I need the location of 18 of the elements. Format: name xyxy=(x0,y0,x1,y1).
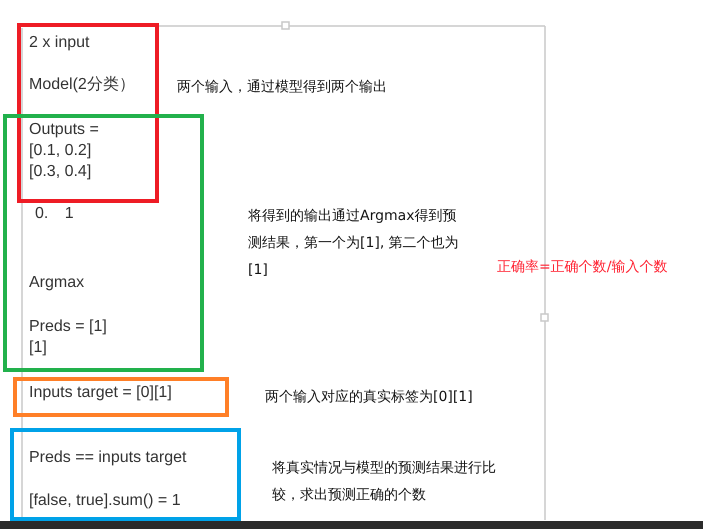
code-text: Preds == inputs target xyxy=(29,448,186,468)
code-text: Outputs = [0.1, 0.2] [0.3, 0.4] xyxy=(29,120,100,182)
annotation-text: 将真实情况与模型的预测结果进行比较，求出预测正确的个数 xyxy=(272,459,497,505)
annotation-text: 两个输入，通过模型得到两个输出 xyxy=(177,78,388,97)
code-text: 0. 1 xyxy=(35,204,74,224)
code-text: Argmax xyxy=(29,273,84,293)
annotation-text: 将得到的输出通过Argmax得到预测结果，第一个为[1], 第二个也为[1] xyxy=(248,207,460,280)
step-box xyxy=(3,114,204,372)
code-text: Preds = [1] [1] xyxy=(29,317,108,358)
step-box xyxy=(13,377,229,417)
code-text: [false, true].sum() = 1 xyxy=(29,491,181,511)
code-text: Model(2分类） xyxy=(29,74,135,95)
step-box xyxy=(10,428,241,521)
formula-note: 正确率=正确个数/输入个数 xyxy=(497,258,668,277)
code-text: Inputs target = [0][1] xyxy=(29,383,172,403)
code-text: 2 x input xyxy=(29,33,90,53)
annotation-text: 两个输入对应的真实标签为[0][1] xyxy=(265,388,474,407)
step-box xyxy=(17,23,159,203)
